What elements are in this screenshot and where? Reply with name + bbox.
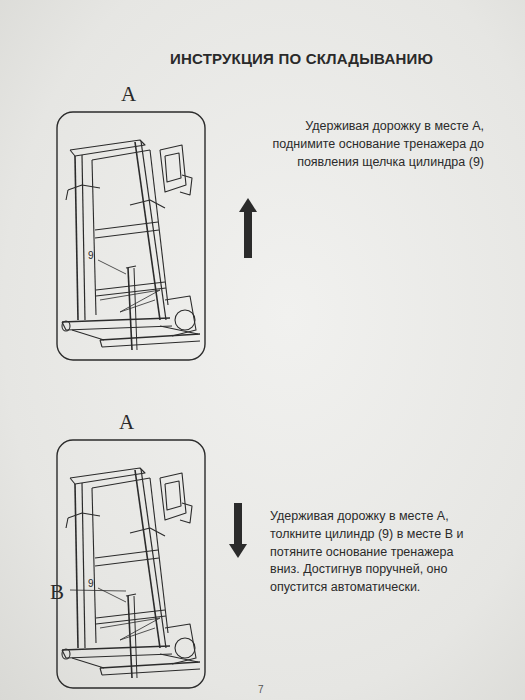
page-number: 7 [258,684,264,695]
location-letter: A [121,82,136,107]
direction-arrow [244,212,252,258]
location-letter: B [50,580,64,605]
figure-stroke [100,668,102,675]
figure-stroke [95,558,159,566]
figure-stroke [100,340,102,347]
figure-stroke [165,481,181,510]
figure-stroke [165,153,181,182]
figure-stroke [98,260,126,274]
figure-stroke [72,658,104,668]
figure-stroke [126,266,136,268]
wheel [175,638,195,658]
figure-frame [57,440,205,688]
figure-stroke [82,483,85,648]
figure-stroke [130,528,165,536]
figure-stroke [68,513,100,518]
figure-stroke [62,318,170,322]
callout-number: 9 [88,250,94,261]
figure-stroke [102,341,200,347]
treadmill-figure [57,440,205,688]
foot [62,321,70,331]
figure-stroke [75,484,78,648]
figure-stroke [100,662,200,668]
arrow-head [229,544,247,558]
figure-stroke [68,185,100,190]
figure-stroke [100,334,200,340]
location-letter: A [119,410,134,435]
figure-stroke [66,518,68,528]
page-title: ИНСТРУКЦИЯ ПО СКЛАДЫВАНИЮ [170,50,433,67]
figure-stroke [92,478,150,488]
instruction-text: Удерживая дорожку в месте А, толкните ци… [270,508,485,597]
figure-stroke [95,230,159,238]
figure-stroke [180,503,192,523]
figure-stroke [160,473,186,520]
figure-stroke [150,150,168,305]
figure-stroke [70,140,145,156]
figure-stroke [82,155,85,320]
direction-arrow [234,503,242,544]
figure-stroke [66,326,172,330]
figure-stroke [160,326,198,334]
figure-stroke [72,330,104,340]
arrow-head [239,198,257,212]
figure-stroke [160,654,198,662]
figure-stroke [70,590,126,591]
figure-stroke [180,175,192,195]
figure-stroke [66,190,68,200]
figure-stroke [95,222,158,230]
figure-stroke [62,646,170,650]
foot [62,649,70,659]
figure-stroke [126,594,136,596]
figure-stroke [150,478,168,633]
treadmill-figure [57,112,205,360]
figure-stroke [98,588,126,602]
figure-stroke [95,550,158,558]
figure-stroke [130,200,165,208]
callout-number: 9 [88,578,94,589]
figure-stroke [75,156,78,320]
figure-stroke [66,654,172,658]
figure-stroke [92,150,150,160]
figure-stroke [160,145,186,192]
instruction-text: Удерживая дорожку в месте А, поднимите о… [262,118,484,171]
figure-stroke [70,468,145,484]
figure-frame [57,112,205,360]
wheel [175,310,195,330]
figure-stroke [102,669,200,675]
